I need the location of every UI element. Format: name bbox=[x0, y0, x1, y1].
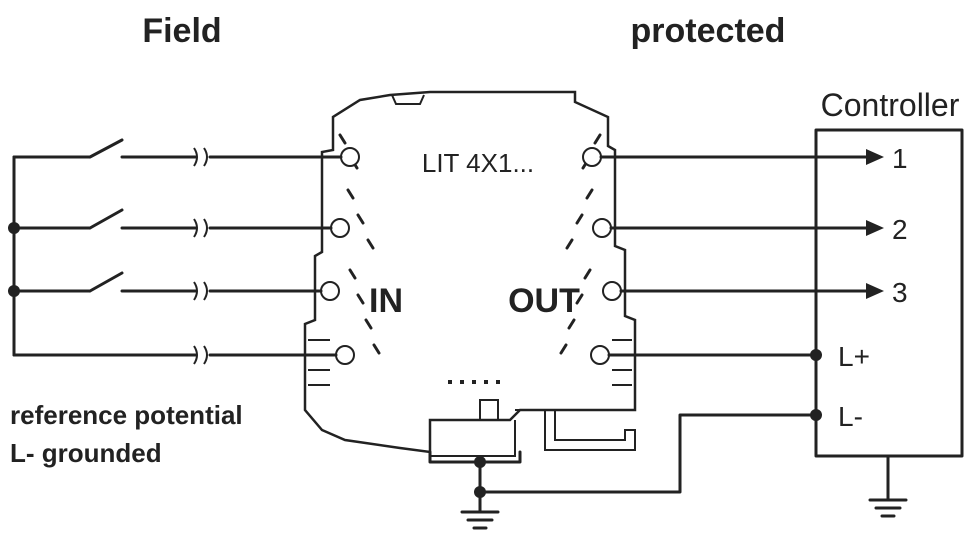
in-label: IN bbox=[369, 282, 403, 320]
isolator-module: LIT 4X1... IN OUT bbox=[303, 90, 637, 457]
clip-tab bbox=[479, 399, 499, 421]
in-terminal-4 bbox=[335, 345, 355, 365]
field-junction-2 bbox=[8, 285, 20, 297]
reference-note-line2: L- grounded bbox=[10, 438, 162, 468]
led-row bbox=[448, 380, 500, 384]
controller-heading: Controller bbox=[821, 87, 960, 123]
ground-junction-1 bbox=[474, 456, 486, 468]
top-latch bbox=[391, 94, 425, 105]
out-terminal-1 bbox=[582, 147, 602, 167]
arrow-1 bbox=[866, 149, 884, 165]
field-line-2 bbox=[12, 208, 333, 230]
din-rail-foot bbox=[515, 409, 636, 451]
protected-heading: protected bbox=[631, 12, 786, 50]
controller-inputs: 1 2 3 L+ L- bbox=[478, 143, 908, 494]
din-rail-clip bbox=[429, 420, 516, 457]
field-line-1 bbox=[12, 138, 343, 159]
out-terminal-3 bbox=[602, 281, 622, 301]
input-1-label: 1 bbox=[892, 143, 908, 174]
field-wiring bbox=[8, 138, 343, 365]
out-terminal-4 bbox=[590, 345, 610, 365]
out-label: OUT bbox=[508, 282, 580, 320]
module-housing bbox=[303, 90, 637, 454]
input-3-label: 3 bbox=[892, 277, 908, 308]
lplus-label: L+ bbox=[838, 341, 870, 372]
in-terminal-1 bbox=[340, 147, 360, 167]
lminus-label: L- bbox=[838, 401, 863, 432]
arrow-3 bbox=[866, 283, 884, 299]
out-line-lminus bbox=[478, 413, 818, 494]
field-heading: Field bbox=[142, 12, 221, 50]
input-2-label: 2 bbox=[892, 214, 908, 245]
reference-note-line1: reference potential bbox=[10, 400, 243, 430]
ground-symbol-controller bbox=[868, 498, 908, 518]
in-terminal-2 bbox=[330, 218, 350, 238]
ground-symbol-module bbox=[460, 510, 500, 530]
field-line-3 bbox=[12, 271, 323, 293]
lplus-junction bbox=[810, 349, 822, 361]
in-terminal-3 bbox=[320, 281, 340, 301]
ground-junction-2 bbox=[474, 486, 486, 498]
field-junction-1 bbox=[8, 222, 20, 234]
ground-wiring bbox=[428, 450, 908, 530]
lminus-junction bbox=[810, 409, 822, 421]
device-label: LIT 4X1... bbox=[422, 148, 534, 178]
break-marks bbox=[193, 147, 208, 365]
arrow-2 bbox=[866, 220, 884, 236]
out-terminal-2 bbox=[592, 218, 612, 238]
